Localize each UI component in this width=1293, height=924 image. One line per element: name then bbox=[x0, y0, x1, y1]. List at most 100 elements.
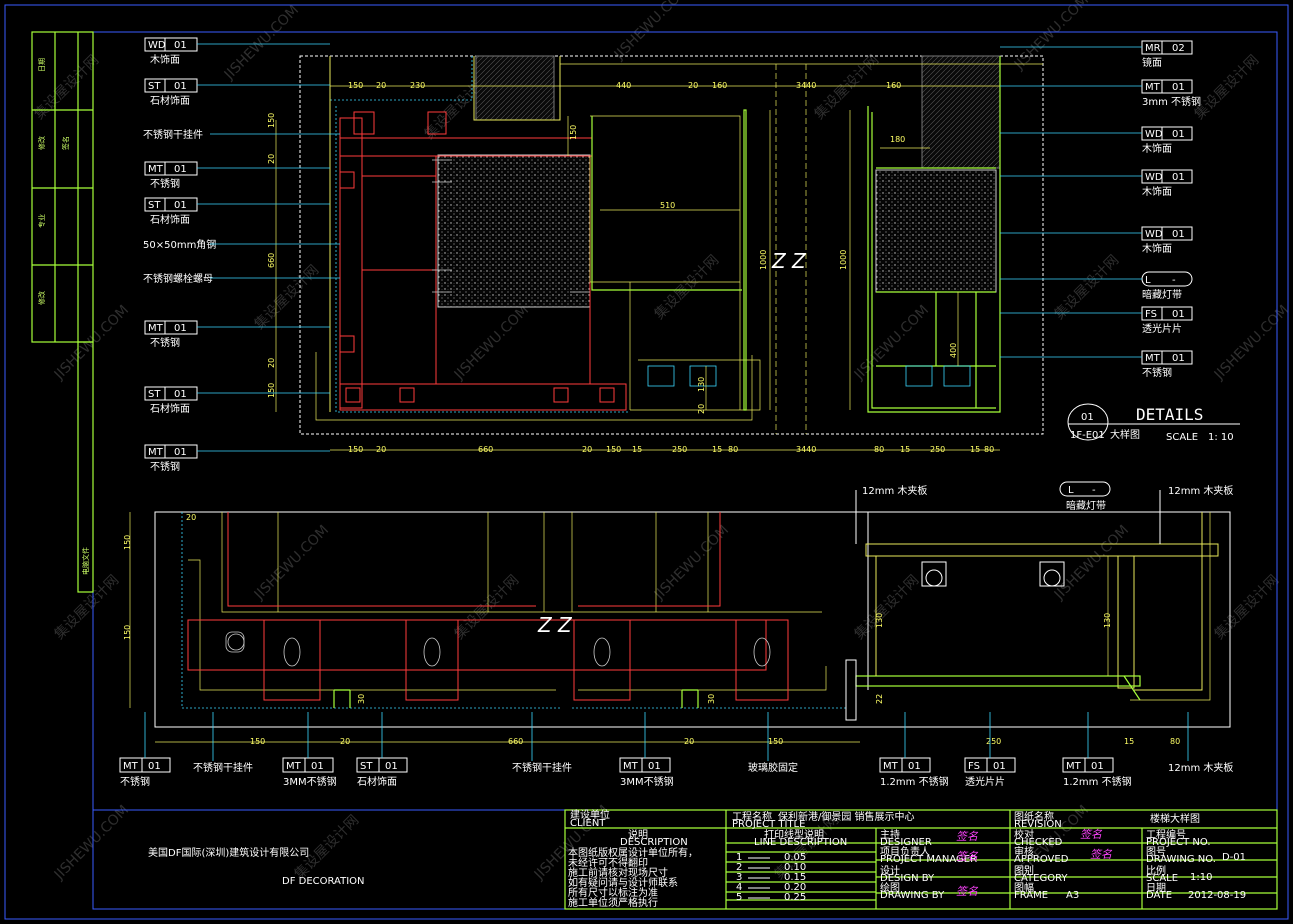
designer-cn: 主持 bbox=[880, 828, 900, 841]
label-code: MT bbox=[1145, 353, 1161, 364]
svg-text:250: 250 bbox=[930, 445, 945, 454]
dimension-text-inner: 510 180 1000 1000 660 150 20 20 150 130 … bbox=[267, 113, 958, 414]
sidebar-text-6: 电脑文件 bbox=[81, 547, 90, 575]
checked-en: CHECKED bbox=[1014, 837, 1063, 848]
watermark-text: JISHEWU.COM bbox=[1051, 522, 1132, 603]
svg-text:440: 440 bbox=[616, 81, 631, 90]
pm-en: PROJECT MANAGER bbox=[880, 854, 977, 865]
frame-en: FRAME bbox=[1014, 890, 1048, 901]
light-name: 暗藏灯带 bbox=[1066, 499, 1106, 512]
label-name: 不锈钢干挂件 bbox=[512, 761, 572, 774]
watermark-text: JISHEWU.COM bbox=[451, 302, 532, 383]
left-label-3: 不锈钢干挂件 bbox=[143, 128, 340, 141]
client-label-cn: 建设单位 bbox=[570, 808, 610, 821]
designer-en: DESIGNER bbox=[880, 837, 932, 848]
svg-text:150: 150 bbox=[348, 445, 363, 454]
label-num: 01 bbox=[1172, 353, 1185, 364]
label-code: ST bbox=[360, 761, 373, 772]
label-num: 01 bbox=[993, 761, 1006, 772]
draw-cn: 绘图 bbox=[880, 881, 900, 894]
elevation-labels: 12mm 木夹板 L - 暗藏灯带 12mm 木夹板 bbox=[855, 481, 1233, 544]
label-num: 01 bbox=[174, 389, 187, 400]
label-name: 1.2mm 不锈钢 bbox=[1063, 775, 1132, 788]
board-label-right: 12mm 木夹板 bbox=[1168, 484, 1233, 497]
watermark-text: JISHEWU.COM bbox=[221, 2, 302, 83]
line-row-index: 3 bbox=[736, 872, 742, 883]
svg-text:130: 130 bbox=[1103, 613, 1112, 628]
plan-detail: Z Z bbox=[299, 55, 1044, 435]
detail-callout: 01 1F-E01 大样图 DETAILS SCALE 1: 10 bbox=[1067, 403, 1240, 443]
svg-text:20: 20 bbox=[340, 737, 350, 746]
frame-value: A3 bbox=[1066, 890, 1079, 901]
label-code: ST bbox=[148, 389, 161, 400]
drawing-no-cn: 图号 bbox=[1146, 846, 1166, 858]
elevation-right bbox=[845, 512, 1231, 721]
label-num: 02 bbox=[1172, 43, 1185, 54]
line-row-index: 2 bbox=[736, 862, 742, 873]
watermark-text: 集设屋设计网 bbox=[251, 261, 322, 332]
watermark-text: 集设屋设计网 bbox=[1211, 571, 1282, 642]
svg-text:20: 20 bbox=[684, 737, 694, 746]
svg-text:660: 660 bbox=[508, 737, 523, 746]
frame-cn: 图幅 bbox=[1014, 881, 1034, 894]
design-en: DESIGN BY bbox=[880, 873, 935, 884]
detail-scale: 1: 10 bbox=[1208, 432, 1234, 443]
svg-text:80: 80 bbox=[728, 445, 738, 454]
detail-number: 01 bbox=[1081, 412, 1094, 423]
svg-text:150: 150 bbox=[606, 445, 621, 454]
svg-text:20: 20 bbox=[697, 404, 706, 414]
title-block: 美国DF国际(深圳)建筑设计有限公司 DF DECORATION 建设单位 CL… bbox=[148, 808, 1278, 910]
svg-text:150: 150 bbox=[250, 737, 265, 746]
line-row-width: 0.20 bbox=[784, 882, 806, 893]
date-value: 2012-08-19 bbox=[1188, 890, 1246, 901]
line-row-index: 4 bbox=[736, 882, 742, 893]
svg-text:80: 80 bbox=[874, 445, 884, 454]
label-code: MT bbox=[148, 447, 164, 458]
label-code: ST bbox=[148, 81, 161, 92]
svg-text:30: 30 bbox=[357, 694, 366, 704]
svg-text:250: 250 bbox=[986, 737, 1001, 746]
label-num: 01 bbox=[174, 40, 187, 51]
line-row-index: 1 bbox=[736, 852, 742, 863]
watermark-text: 集设屋设计网 bbox=[651, 251, 722, 322]
detail-title: DETAILS bbox=[1136, 405, 1203, 424]
label-code: MT bbox=[883, 761, 899, 772]
svg-text:130: 130 bbox=[875, 613, 884, 628]
label-name: 暗藏灯带 bbox=[1142, 288, 1182, 301]
line-row-width: 0.15 bbox=[784, 872, 806, 883]
label-num: 01 bbox=[1172, 229, 1185, 240]
label-code: WD bbox=[148, 40, 166, 51]
note-5: 所有尺寸以标注为准 bbox=[568, 886, 658, 899]
svg-text:150: 150 bbox=[123, 535, 132, 550]
svg-text:30: 30 bbox=[707, 694, 716, 704]
label-num: - bbox=[1172, 275, 1176, 286]
note-3: 施工前请核对现场尺寸 bbox=[568, 866, 668, 879]
board-label-left: 12mm 木夹板 bbox=[862, 484, 927, 497]
svg-text:20: 20 bbox=[267, 358, 276, 368]
label-name: 不锈钢 bbox=[150, 460, 180, 473]
label-num: 01 bbox=[174, 81, 187, 92]
svg-text:160: 160 bbox=[712, 81, 727, 90]
label-name: 镜面 bbox=[1142, 56, 1162, 69]
drawing-no-en: DRAWING NO. bbox=[1146, 854, 1216, 865]
label-code: MT bbox=[286, 761, 302, 772]
watermark-text: JISHEWU.COM bbox=[51, 302, 132, 383]
label-name: 木饰面 bbox=[1142, 185, 1172, 198]
label-code: WD bbox=[1145, 229, 1163, 240]
detail-cn: 大样图 bbox=[1110, 428, 1140, 441]
label-name: 不锈钢干挂件 bbox=[143, 128, 203, 141]
bottom-label-2: 不锈钢干挂件 bbox=[193, 712, 253, 774]
label-code: MT bbox=[623, 761, 639, 772]
